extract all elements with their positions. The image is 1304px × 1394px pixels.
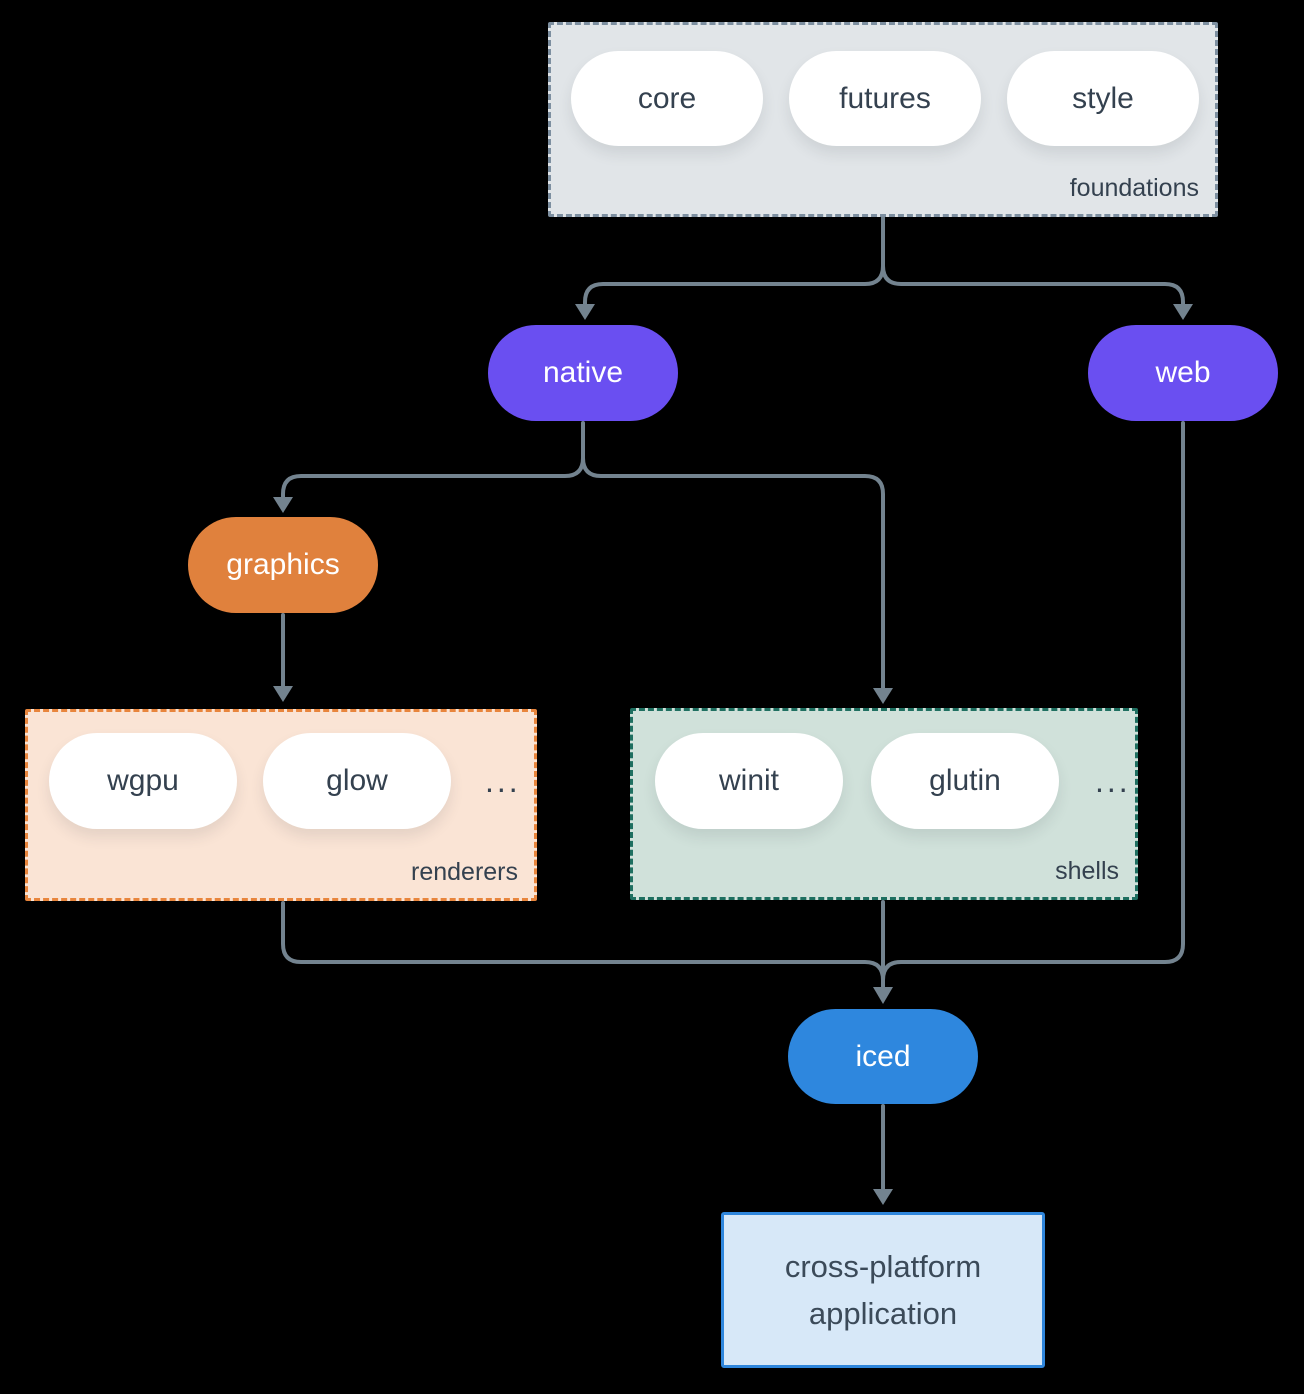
node-glow: glow: [263, 733, 451, 829]
edge-renderers-iced: [281, 901, 885, 982]
application-label-line1: cross-platform: [784, 1249, 982, 1284]
node-native: native: [488, 325, 678, 421]
renderers-pill-row: wgpu glow ...: [28, 712, 534, 829]
group-shells: winit glutin ... shells: [630, 708, 1138, 900]
edge-native-shells: [581, 456, 885, 691]
node-style: style: [1007, 51, 1199, 146]
node-web: web: [1088, 325, 1278, 421]
edge-foundations-web: [881, 264, 1185, 308]
group-renderers: wgpu glow ... renderers: [25, 709, 537, 901]
shells-label: shells: [1055, 857, 1119, 885]
node-glutin: glutin: [871, 733, 1059, 829]
node-wgpu: wgpu: [49, 733, 237, 829]
node-futures: futures: [789, 51, 981, 146]
node-cross-platform-application: cross-platform application: [721, 1212, 1045, 1368]
arrowhead-shells: [873, 688, 893, 704]
group-foundations: core futures style foundations: [548, 22, 1218, 217]
node-core: core: [571, 51, 763, 146]
foundations-pill-row: core futures style: [551, 25, 1215, 146]
foundations-label: foundations: [1069, 174, 1199, 202]
shells-pill-row: winit glutin ...: [633, 711, 1135, 829]
application-label-line2: application: [808, 1296, 958, 1331]
edge-native-graphics: [281, 456, 585, 500]
node-graphics: graphics: [188, 517, 378, 613]
node-iced: iced: [788, 1009, 978, 1104]
edge-web-iced: [881, 421, 1185, 982]
renderers-label: renderers: [411, 858, 518, 886]
renderers-ellipsis-label: ...: [485, 762, 521, 799]
arrowhead-native: [575, 304, 595, 320]
node-winit: winit: [655, 733, 843, 829]
shells-ellipsis-label: ...: [1095, 762, 1131, 799]
arrowhead-iced: [873, 987, 893, 1004]
edge-foundations-native: [583, 264, 885, 308]
arrowhead-graphics: [273, 497, 293, 513]
arrowhead-renderers: [273, 686, 293, 702]
arrowhead-web: [1173, 304, 1193, 320]
arrowhead-application: [873, 1189, 893, 1205]
